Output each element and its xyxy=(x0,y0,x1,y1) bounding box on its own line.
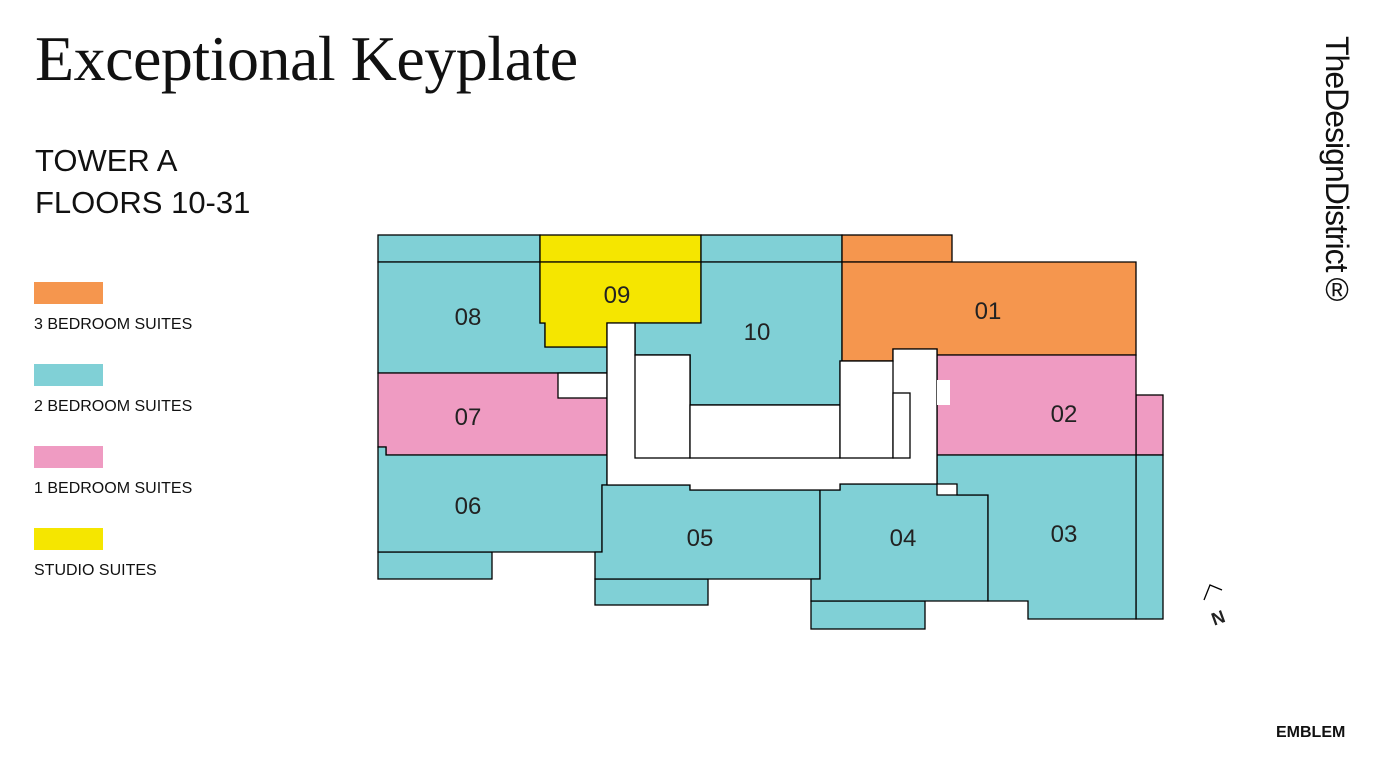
notch xyxy=(557,372,608,399)
unit-label: 05 xyxy=(687,525,714,552)
unit-label: 04 xyxy=(890,525,917,552)
unit-06[interactable] xyxy=(377,446,608,553)
legend-swatch xyxy=(34,528,103,550)
north-label: N xyxy=(1209,606,1228,629)
legend: 3 BEDROOM SUITES 2 BEDROOM SUITES 1 BEDR… xyxy=(34,282,192,610)
brand-logo: TheDesignDistrict® xyxy=(1319,36,1355,307)
unit-03[interactable] xyxy=(936,454,1137,620)
legend-label: STUDIO SUITES xyxy=(34,562,157,579)
unit-label: 07 xyxy=(455,404,482,431)
unit-label: 10 xyxy=(744,319,771,346)
legend-item: 1 BEDROOM SUITES xyxy=(34,446,192,528)
legend-label: 1 BEDROOM SUITES xyxy=(34,480,193,497)
emblem-logo: EMBLEM xyxy=(1276,724,1346,741)
tower-info: TOWER A FLOORS 10-31 xyxy=(35,140,250,224)
unit-label: 02 xyxy=(1051,401,1078,428)
unit-02[interactable] xyxy=(936,354,1137,456)
unit-label: 06 xyxy=(455,493,482,520)
north-arrow-icon: N xyxy=(1203,584,1228,629)
legend-swatch xyxy=(34,282,103,304)
legend-label: 2 BEDROOM SUITES xyxy=(34,398,193,415)
page-title: Exceptional Keyplate xyxy=(35,23,578,94)
legend-label: 3 BEDROOM SUITES xyxy=(34,316,193,333)
legend-item: 3 BEDROOM SUITES xyxy=(34,282,192,364)
legend-item: 2 BEDROOM SUITES xyxy=(34,364,192,446)
legend-item: STUDIO SUITES xyxy=(34,528,192,610)
legend-swatch xyxy=(34,364,103,386)
balconies xyxy=(377,234,1164,630)
unit-label: 08 xyxy=(455,304,482,331)
unit-label: 09 xyxy=(604,282,631,309)
legend-swatch xyxy=(34,446,103,468)
unit-label: 01 xyxy=(975,298,1002,325)
tower-label: TOWER A xyxy=(35,143,178,178)
unit-label: 03 xyxy=(1051,521,1078,548)
core xyxy=(606,322,950,491)
floors-label: FLOORS 10-31 xyxy=(35,185,251,220)
